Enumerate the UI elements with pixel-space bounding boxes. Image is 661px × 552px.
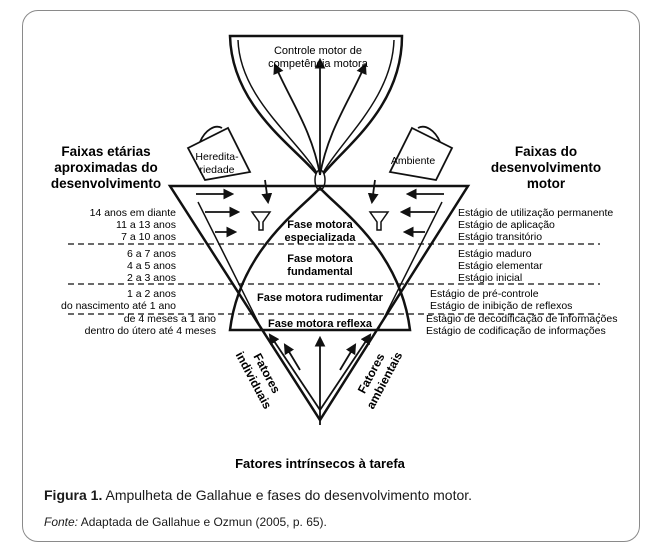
flow-arrows [196,57,444,425]
figure-source: Fonte: Adaptada de Gallahue e Ozmun (200… [44,515,327,529]
stage-label: Estágio de pré-controle [430,288,539,300]
stage-label: Estágio inicial [458,272,522,284]
left-header-line2: aproximadas do [54,160,158,175]
age-label: dentro do útero até 4 meses [85,325,216,337]
stage-label: Estágio de inibição de reflexos [430,300,572,312]
funnel-icons [250,211,390,231]
heredity-label-line2: riedade [199,164,234,176]
age-label: 2 a 3 anos [127,272,176,284]
dashed-separators [68,243,600,315]
age-label: 14 anos em diante [90,207,177,219]
phase-specialized-line2: especializada [285,232,357,244]
age-label: de 4 meses a 1 ano [124,313,216,325]
right-header-line2: desenvolvimento [491,160,601,175]
stage-label: Estágio de decodificação de informações [426,313,617,325]
source-text: Adaptada de Gallahue e Ozmun (2005, p. 6… [78,515,327,529]
phase-rudimentary: Fase motora rudimentar [257,292,384,304]
phase-specialized-line1: Fase motora [287,219,353,231]
stage-label: Estágio de aplicação [458,219,555,231]
left-header-line3: desenvolvimento [51,176,161,191]
stage-label: Estágio elementar [458,260,543,272]
task-factors-label: Fatores intrínsecos à tarefa [235,456,406,471]
environment-container [388,125,454,182]
right-header-line3: motor [527,176,566,191]
stage-label: Estágio de utilização permanente [458,207,613,219]
figure-frame [22,10,640,542]
age-label: 7 a 10 anos [121,231,176,243]
outer-triangle [167,184,471,423]
age-label: do nascimento até 1 ano [61,300,176,312]
environment-label: Ambiente [391,155,436,167]
stage-label: Estágio transitório [458,231,542,243]
right-header-line1: Faixas do [515,144,577,159]
stage-label: Estágio maduro [458,248,532,260]
figure-caption: Figura 1. Ampulheta de Gallahue e fases … [44,487,472,503]
phase-reflex: Fase motora reflexa [268,318,373,330]
heredity-label-line1: Heredita- [195,151,239,163]
heredity-container [186,125,252,182]
age-label: 1 a 2 anos [127,288,176,300]
age-label: 4 a 5 anos [127,260,176,272]
left-header-line1: Faixas etárias [61,144,150,159]
caption-label: Figura 1. [44,487,103,503]
source-label: Fonte: [44,515,79,529]
stage-label: Estágio de codificação de informações [426,325,606,337]
top-label-line1: Controle motor de [274,45,362,57]
top-label-line2: competência motora [268,58,369,70]
hourglass-bottom [228,186,412,332]
age-label: 6 a 7 anos [127,248,176,260]
phase-fundamental-line1: Fase motora [287,253,353,265]
phase-fundamental-line2: fundamental [287,266,352,278]
age-label: 11 a 13 anos [116,219,176,231]
caption-text: Ampulheta de Gallahue e fases do desenvo… [102,487,473,503]
